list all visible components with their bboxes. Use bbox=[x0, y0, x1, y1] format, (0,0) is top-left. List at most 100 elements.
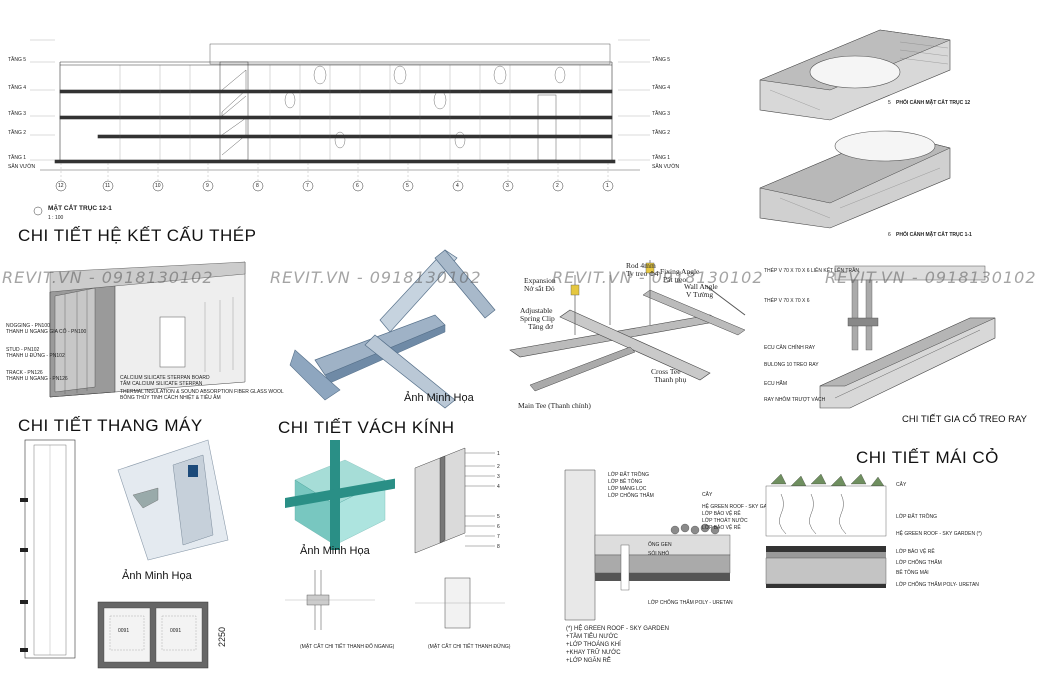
roof-list-item: +LỚP NGĂN RỄ bbox=[566, 658, 611, 664]
roof-section-label: LỚP BÊ TÔNG bbox=[608, 479, 643, 485]
axis-label: 7 bbox=[306, 183, 309, 189]
rail-label: THÉP V 70 X 70 X 6 bbox=[764, 298, 810, 304]
level-label: TẦNG 2 bbox=[652, 130, 671, 136]
drywall-label: THANH U NGANG GIA CỐ - PN100 bbox=[6, 329, 87, 335]
curtain-wall-detail-svg bbox=[414, 447, 495, 554]
axis-label: 5 bbox=[406, 183, 409, 189]
ceiling-label: Thanh phụ bbox=[654, 375, 687, 384]
roof-section-label: LỚP MÀNG LỌC bbox=[608, 486, 647, 492]
elevator-plan-label: 0091 bbox=[118, 628, 130, 634]
axis-label: 1 bbox=[606, 183, 609, 189]
perspective-caption: PHỐI CẢNH MẶT CẮT TRỤC 12 bbox=[896, 100, 971, 106]
level-label: TẦNG 2 bbox=[8, 130, 27, 136]
rail-label: THÉP V 70 X 70 X 6 LIÊN KẾT LÊN TRẦN bbox=[764, 268, 860, 274]
ceiling-grid-svg bbox=[509, 260, 746, 392]
ceiling-label: Rod 4mm bbox=[626, 261, 656, 270]
drywall-label: BÔNG THỦY TINH CÁCH NHIỆT & TIÊU ÂM bbox=[120, 395, 221, 401]
roof-list-item: +KHAY TRỮ NƯỚC bbox=[566, 650, 621, 656]
axis-label: 3 bbox=[506, 183, 509, 189]
roof-section-label: LỚP CHỐNG THẤM POLY - URETAN bbox=[648, 600, 733, 606]
glass-number: 6 bbox=[497, 524, 500, 530]
glass-plan-caption: (MẶT CẮT CHI TIẾT THANH ĐỨNG) bbox=[428, 644, 511, 650]
level-label: TẦNG 5 bbox=[8, 57, 27, 63]
ceiling-label: Expansion bbox=[524, 276, 556, 285]
glass-number: 3 bbox=[497, 474, 500, 480]
heading-glass: CHI TIẾT VÁCH KÍNH bbox=[278, 418, 455, 437]
rail-label: BULONG 10 TREO RAY bbox=[764, 362, 819, 368]
level-label: SÂN VƯỜN bbox=[8, 164, 36, 170]
perspective-num: 5 bbox=[888, 100, 891, 106]
glass-number: 7 bbox=[497, 534, 500, 540]
drywall-label: THANH U NGANG - PN126 bbox=[6, 376, 68, 382]
roof-layer-label: BÊ TÔNG MÁI bbox=[896, 570, 929, 576]
elevator-section-svg bbox=[20, 439, 76, 659]
section-title: MẶT CẮT TRỤC 12-1 bbox=[48, 205, 112, 212]
heading-steel: CHI TIẾT HỆ KẾT CẤU THÉP bbox=[18, 226, 257, 245]
axis-label: 8 bbox=[256, 183, 259, 189]
level-label: TẦNG 1 bbox=[652, 155, 671, 161]
drywall-label: NOGGING - PN100 bbox=[6, 323, 50, 329]
drywall-label: THANH U ĐỨNG - PN102 bbox=[6, 353, 65, 359]
elevator-3d-svg bbox=[117, 439, 229, 561]
axis-label: 6 bbox=[356, 183, 359, 189]
level-label: TẦNG 4 bbox=[652, 85, 671, 91]
axis-label: 10 bbox=[155, 183, 161, 189]
drywall-label: THERMAL INSULATION & SOUND ABSORPTION FI… bbox=[120, 389, 284, 395]
ceiling-label: Fixing Angle bbox=[660, 267, 700, 276]
ceiling-label: Nở sắt Đỏ bbox=[524, 284, 555, 293]
rail-label: RAY NHÔM TRƯỢT VÁCH bbox=[764, 397, 826, 403]
glass-number: 5 bbox=[497, 514, 500, 520]
glass-number: 2 bbox=[497, 464, 500, 470]
elevator-dimension: 2250 bbox=[217, 626, 228, 648]
perspective-bottom-svg bbox=[759, 130, 951, 229]
axis-label: 4 bbox=[456, 183, 459, 189]
glass-caption: Ảnh Minh Họa bbox=[300, 545, 370, 557]
watermark: REVIT.VN - 0918130102 bbox=[2, 268, 214, 287]
roof-list-item: +LỚP THOÁNG KHÍ bbox=[566, 642, 621, 648]
ceiling-label: V Tường bbox=[686, 290, 714, 299]
roof-list-title: (*) HỆ GREEN ROOF - SKY GARDEN bbox=[566, 626, 669, 632]
roof-layer-label: LỚP BẢO VỆ RỄ bbox=[896, 549, 935, 555]
axis-label: 11 bbox=[105, 183, 111, 189]
level-label: TẦNG 4 bbox=[8, 85, 27, 91]
roof-section-label: LỚP BẢO VỆ RỄ bbox=[702, 511, 741, 517]
glass-number: 1 bbox=[497, 451, 500, 457]
rail-label: ECU HÃM bbox=[764, 381, 788, 387]
ceiling-label: Spring Clip bbox=[520, 314, 555, 323]
ceiling-label: Main Tee (Thanh chính) bbox=[518, 401, 591, 410]
roof-section-label: LỚP BẢO VỆ RỄ bbox=[702, 525, 741, 531]
elevator-plan-svg bbox=[97, 601, 209, 669]
green-roof-layers-svg bbox=[765, 473, 887, 588]
glass-number: 8 bbox=[497, 544, 500, 550]
rail-caption: CHI TIẾT GIA CỐ TREO RAY bbox=[902, 414, 1027, 425]
axis-label: 2 bbox=[556, 183, 559, 189]
glass-number: 4 bbox=[497, 484, 500, 490]
ceiling-label: Ty treo Φ4 bbox=[626, 269, 659, 278]
heading-roof: CHI TIẾT MÁI CỎ bbox=[856, 448, 999, 467]
level-label: TẦNG 1 bbox=[8, 155, 27, 161]
roof-layer-label: LỚP CHỐNG THẤM bbox=[896, 560, 942, 566]
watermark: REVIT.VN - 0918130102 bbox=[270, 268, 482, 287]
drywall-label: STUD - PN102 bbox=[6, 347, 40, 353]
level-label: TẦNG 3 bbox=[8, 111, 27, 117]
elevator-caption: Ảnh Minh Họa bbox=[122, 570, 192, 582]
roof-section-label: ỐNG GEN bbox=[648, 542, 672, 548]
drywall-svg bbox=[49, 261, 246, 398]
roof-layer-label: CÂY bbox=[896, 482, 907, 488]
rail-label: ECU CĂN CHỈNH RAY bbox=[764, 345, 816, 351]
watermark: REVIT.VN - 0918130102 bbox=[825, 268, 1037, 287]
heading-elevator: CHI TIẾT THANG MÁY bbox=[18, 416, 203, 435]
roof-section-label: LỚP ĐẤT TRỒNG bbox=[608, 472, 649, 478]
roof-section-label: LỚP CHỐNG THẤM bbox=[608, 493, 654, 499]
level-label: TẦNG 5 bbox=[652, 57, 671, 63]
ceiling-label: Wall Angle bbox=[684, 282, 718, 291]
roof-layer-label: LỚP CHỐNG THẤM POLY- URETAN bbox=[896, 582, 979, 588]
rail-detail-svg bbox=[819, 265, 996, 409]
steel-photo-caption: Ảnh Minh Họa bbox=[404, 392, 474, 404]
level-label: SÂN VƯỜN bbox=[652, 164, 680, 170]
glass-plan-caption: (MẶT CẮT CHI TIẾT THANH ĐỐ NGANG) bbox=[300, 644, 395, 650]
roof-section-label: LỚP THOÁT NƯỚC bbox=[702, 518, 748, 524]
roof-section-label: SỎI NHỎ bbox=[648, 551, 670, 557]
section-scale: 1 : 100 bbox=[48, 215, 64, 221]
